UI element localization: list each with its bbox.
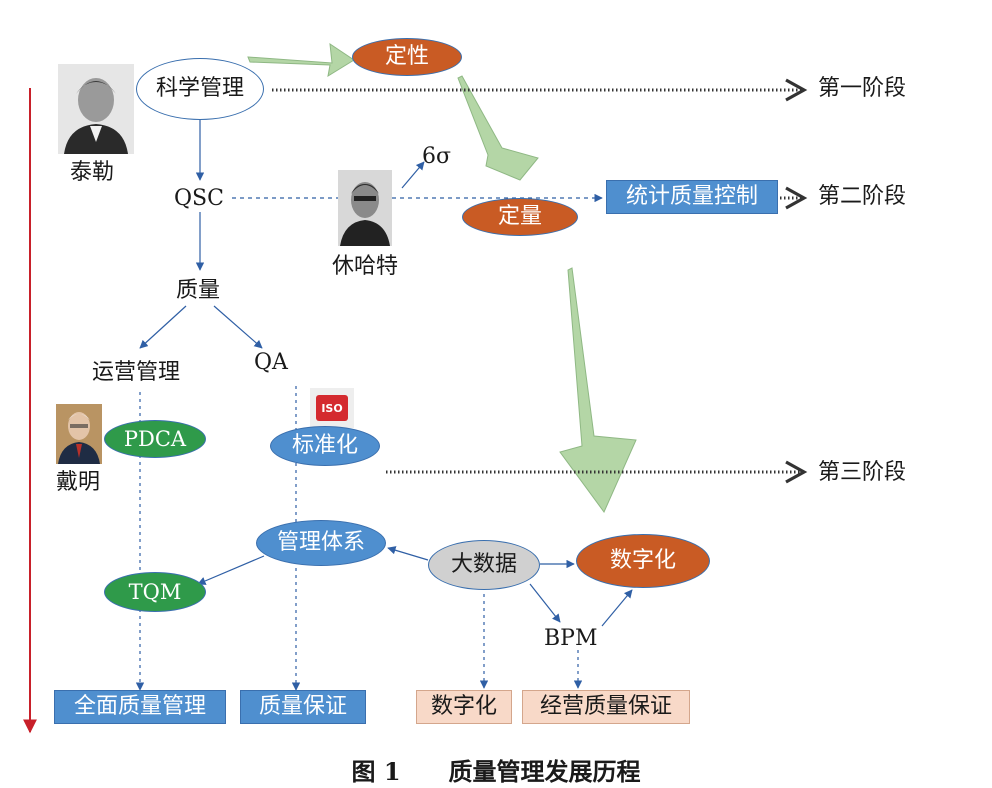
total-quality-mgmt-box: 全面质量管理: [54, 690, 226, 724]
scientific-management-node: 科学管理: [136, 58, 264, 120]
statistical-control-box: 统计质量控制: [606, 180, 778, 214]
arrow-shewhart-to-6sigma: [401, 161, 425, 189]
stage3-label: 第三阶段: [818, 460, 907, 485]
qsc-label: QSC: [174, 186, 224, 211]
stage1-label: 第一阶段: [818, 76, 907, 101]
stage2-label: 第二阶段: [818, 184, 907, 209]
quality-label: 质量: [176, 278, 221, 303]
iso-logo: ISO: [310, 388, 354, 428]
big-data-node: 大数据: [428, 540, 540, 590]
deming-photo: [56, 404, 102, 464]
qualitative-node: 定性: [352, 38, 462, 76]
six-sigma-label: 6σ: [422, 144, 452, 169]
taylor-photo: [58, 64, 134, 154]
business-quality-assurance-box: 经营质量保证: [522, 690, 690, 724]
arrow-bigdata-to-bpm: [529, 583, 561, 623]
digitalization-box: 数字化: [416, 690, 512, 724]
digitalization-node: 数字化: [576, 534, 710, 588]
pdca-node: PDCA: [104, 420, 206, 458]
big-arrow-stage3: [559, 267, 637, 513]
taylor-label: 泰勒: [70, 160, 115, 185]
arrow-bigdata-to-mgmtsys: [387, 546, 429, 561]
shewhart-photo: [338, 170, 392, 246]
arrow-quality-to-qa: [213, 305, 263, 349]
figure-caption: 图 1 质量管理发展历程: [0, 752, 992, 787]
qa-label: QA: [254, 350, 288, 375]
arrow-quality-to-ops: [139, 305, 187, 349]
arrow-bpm-to-digital: [601, 589, 633, 627]
management-system-node: 管理体系: [256, 520, 386, 566]
big-arrow-qualitative: [247, 42, 355, 78]
operations-mgmt-label: 运营管理: [92, 360, 181, 385]
quality-assurance-box: 质量保证: [240, 690, 366, 724]
deming-label: 戴明: [56, 470, 101, 495]
figure-number: 图 1: [351, 757, 401, 786]
tqm-node: TQM: [104, 572, 206, 612]
big-arrow-quantitative: [457, 75, 539, 181]
standardization-node: 标准化: [270, 426, 380, 466]
bpm-label: BPM: [544, 626, 598, 651]
quantitative-node: 定量: [462, 198, 578, 236]
shewhart-label: 休哈特: [332, 254, 399, 279]
figure-title: 质量管理发展历程: [448, 757, 641, 786]
arrow-mgmtsys-to-tqm: [197, 555, 265, 585]
